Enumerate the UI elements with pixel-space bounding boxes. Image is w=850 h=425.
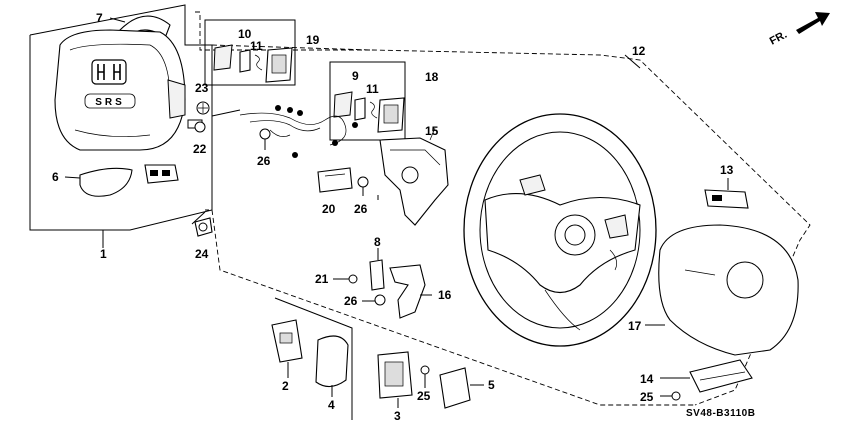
leader-lines (102, 54, 690, 408)
screw-25-a (420, 365, 430, 388)
airbag-label: SRS (95, 97, 125, 108)
callout-10: 10 (238, 27, 252, 41)
callout-26-b: 26 (354, 202, 368, 216)
callout-8: 8 (374, 235, 381, 249)
callout-19: 19 (306, 33, 320, 47)
callout-22: 22 (193, 142, 207, 156)
airbag-group-outline (29, 4, 213, 231)
callout-23: 23 (195, 81, 209, 95)
cover-20 (317, 167, 353, 193)
bracket-16 (389, 264, 432, 319)
callout-25-b: 25 (640, 390, 654, 404)
switch-group-19 (204, 19, 296, 86)
callout-3: 3 (394, 409, 401, 423)
screw-26-b (357, 176, 369, 196)
part-8 (369, 248, 385, 291)
part-14 (689, 359, 753, 393)
callout-20: 20 (322, 202, 336, 216)
screw-26-a (259, 128, 271, 150)
part-5 (439, 367, 471, 409)
part-3 (377, 351, 413, 399)
callout-labels: 7 6 1 23 22 24 10 11 19 9 11 18 15 26 20… (52, 11, 734, 423)
switch-group-18 (329, 61, 406, 141)
wire-harness (239, 105, 358, 158)
screw-26-c (362, 294, 386, 306)
callout-2: 2 (282, 379, 289, 393)
callout-15: 15 (425, 124, 439, 138)
callout-11-b: 11 (366, 82, 379, 96)
steering-wheel (463, 113, 657, 347)
front-direction-indicator: FR. (768, 12, 830, 48)
part-13 (704, 178, 749, 209)
callout-1: 1 (100, 247, 107, 261)
callout-21: 21 (315, 272, 329, 286)
callout-16: 16 (438, 288, 452, 302)
bolt-24 (191, 211, 213, 237)
lower-cover-17 (645, 224, 799, 356)
callout-9: 9 (352, 69, 359, 83)
callout-26-a: 26 (257, 154, 271, 168)
callout-7: 7 (96, 11, 103, 25)
airbag-connector (144, 164, 179, 184)
callout-12: 12 (632, 44, 646, 58)
callout-26-c: 26 (344, 294, 358, 308)
honda-logo-icon (91, 59, 127, 85)
bottom-separator-line (274, 297, 353, 420)
diagram-code: SV48-B3110B (686, 408, 755, 419)
callout-13: 13 (720, 163, 734, 177)
callout-25-a: 25 (417, 389, 431, 403)
part-2 (271, 319, 303, 363)
callout-18: 18 (425, 70, 439, 84)
callout-6: 6 (52, 170, 59, 184)
callout-11-a: 11 (250, 39, 263, 53)
callout-14: 14 (640, 372, 654, 386)
bolt-23 (196, 101, 241, 117)
callout-5: 5 (488, 378, 495, 392)
callout-17: 17 (628, 319, 642, 333)
callout-4: 4 (328, 398, 335, 412)
callout-24: 24 (195, 247, 209, 261)
airbag-module: SRS (54, 29, 186, 151)
bracket-15 (379, 127, 449, 226)
bolt-22 (187, 119, 206, 133)
screw-21 (333, 274, 358, 284)
front-arrow-icon (796, 12, 830, 34)
front-label: FR. (768, 29, 789, 48)
screw-25-b (671, 391, 681, 401)
airbag-cover-piece (64, 167, 133, 197)
part-4 (315, 335, 349, 388)
